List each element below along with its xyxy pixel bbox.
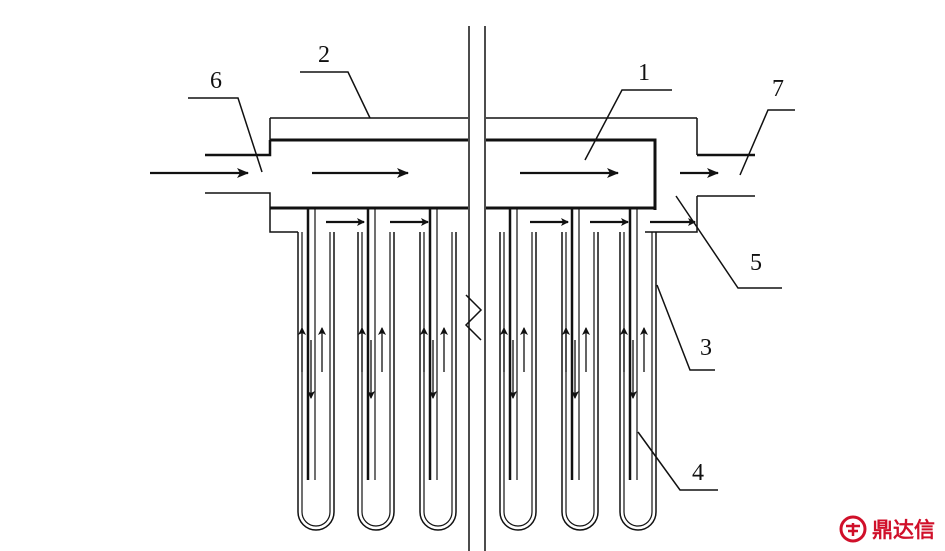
label-3: 3 <box>700 335 712 361</box>
central-shaft <box>468 26 486 551</box>
watermark-logo: 鼎达信 <box>838 512 935 546</box>
flow-arrows <box>150 168 719 399</box>
u-tube <box>561 208 599 531</box>
tube-bank <box>297 208 657 531</box>
inner-chamber <box>270 138 657 210</box>
label-4: 4 <box>692 460 704 486</box>
leader-lines <box>188 71 795 491</box>
u-tube <box>619 208 657 531</box>
u-tube <box>419 208 457 531</box>
label-7: 7 <box>772 76 784 102</box>
label-1: 1 <box>638 60 650 86</box>
label-5: 5 <box>750 250 762 276</box>
u-tube <box>297 208 335 531</box>
inlet-pipe <box>205 140 272 200</box>
label-6: 6 <box>210 68 222 94</box>
u-tube <box>357 208 395 531</box>
outlet-pipe <box>697 153 755 197</box>
watermark-text: 鼎达信 <box>872 518 935 542</box>
break-mark <box>464 294 483 341</box>
u-tube <box>499 208 537 531</box>
ring-logo-icon <box>839 515 867 543</box>
label-2: 2 <box>318 42 330 68</box>
